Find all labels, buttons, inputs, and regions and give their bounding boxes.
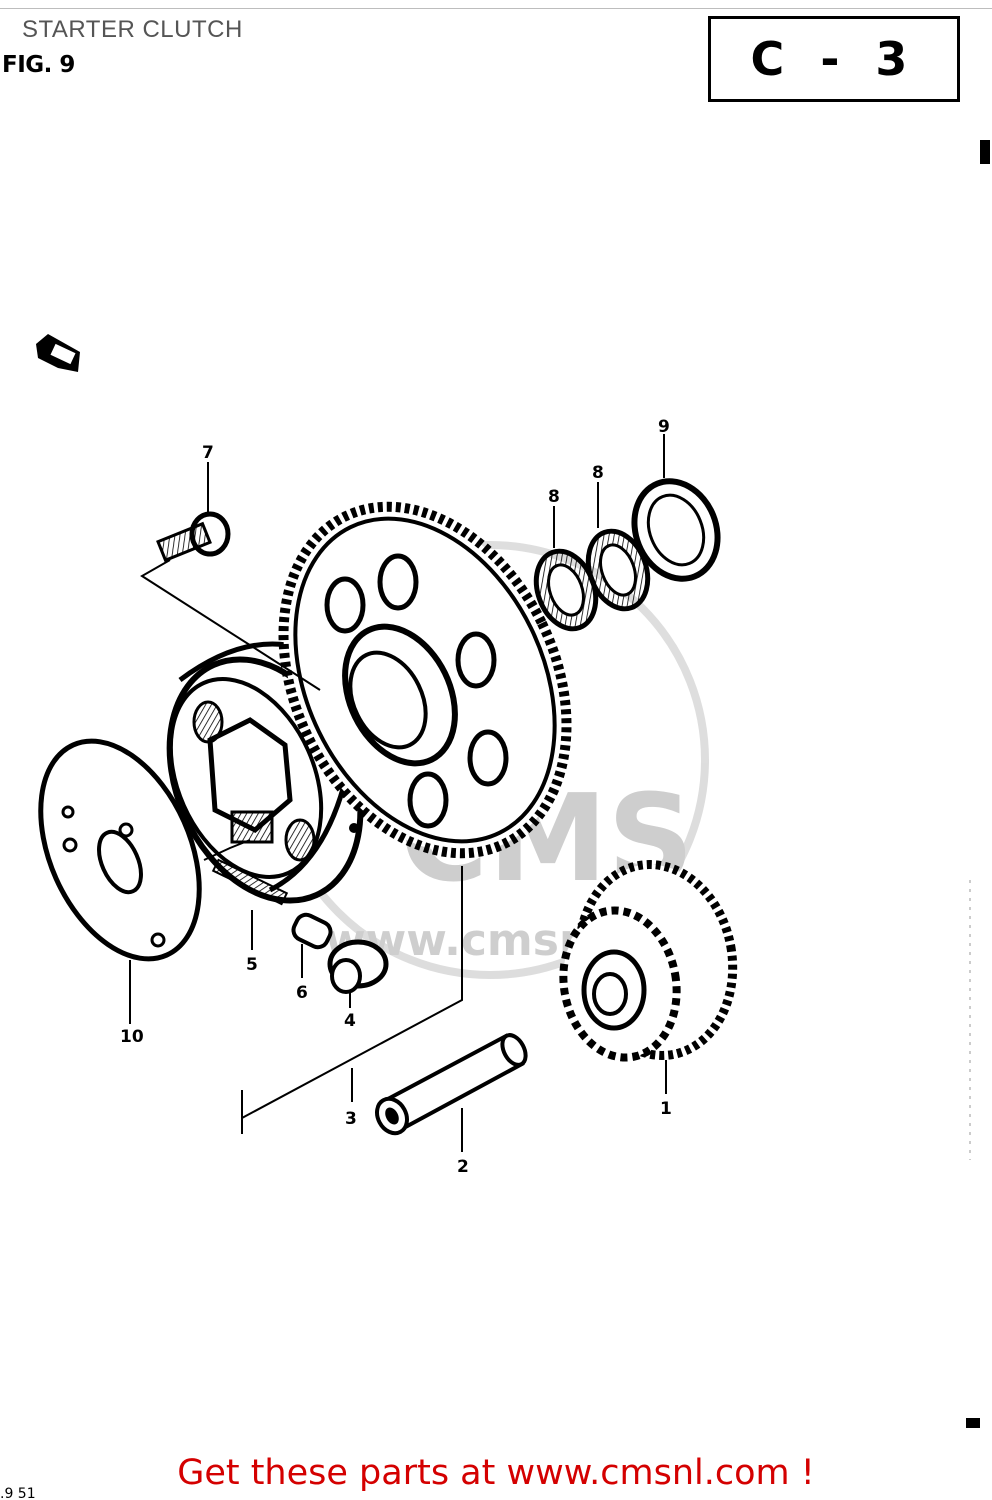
direction-arrow-icon xyxy=(36,334,80,372)
part-4-roller xyxy=(327,939,389,994)
callout-8b: 8 xyxy=(592,463,604,483)
assembly-guide-lines xyxy=(140,559,463,1134)
callout-labels: 1 2 3 4 5 6 7 8 8 9 10 xyxy=(120,417,672,1177)
figure-label: FIG. 9 xyxy=(2,52,75,78)
scan-fragment: .9 51 xyxy=(0,1486,36,1500)
callout-8a: 8 xyxy=(548,487,560,507)
part-8-bearing-b xyxy=(585,528,651,612)
leader-lines xyxy=(129,434,667,1152)
callout-9: 9 xyxy=(658,417,670,437)
part-7-bolt xyxy=(156,511,231,563)
edge-mark xyxy=(966,1418,980,1428)
callout-2: 2 xyxy=(457,1157,469,1177)
callout-3: 3 xyxy=(345,1109,357,1129)
part-2-shaft xyxy=(375,1033,528,1136)
section-code-box: C - 3 xyxy=(708,16,960,102)
part-5-spring xyxy=(211,858,289,906)
callout-1: 1 xyxy=(660,1099,672,1119)
page-title: STARTER CLUTCH xyxy=(22,16,243,43)
callout-6: 6 xyxy=(296,983,308,1003)
top-rule xyxy=(0,8,992,9)
edge-mark xyxy=(980,140,990,164)
part-9-washer xyxy=(631,478,721,582)
part-10-plate xyxy=(38,738,202,962)
callout-7: 7 xyxy=(202,443,214,463)
part-large-starter-gear xyxy=(278,501,572,859)
promo-link[interactable]: Get these parts at www.cmsnl.com ! xyxy=(177,1453,815,1493)
callout-10: 10 xyxy=(120,1027,144,1047)
part-1-idle-gear xyxy=(559,860,738,1062)
callout-5: 5 xyxy=(246,955,258,975)
callout-4: 4 xyxy=(344,1011,356,1031)
part-6-cap xyxy=(291,912,333,950)
